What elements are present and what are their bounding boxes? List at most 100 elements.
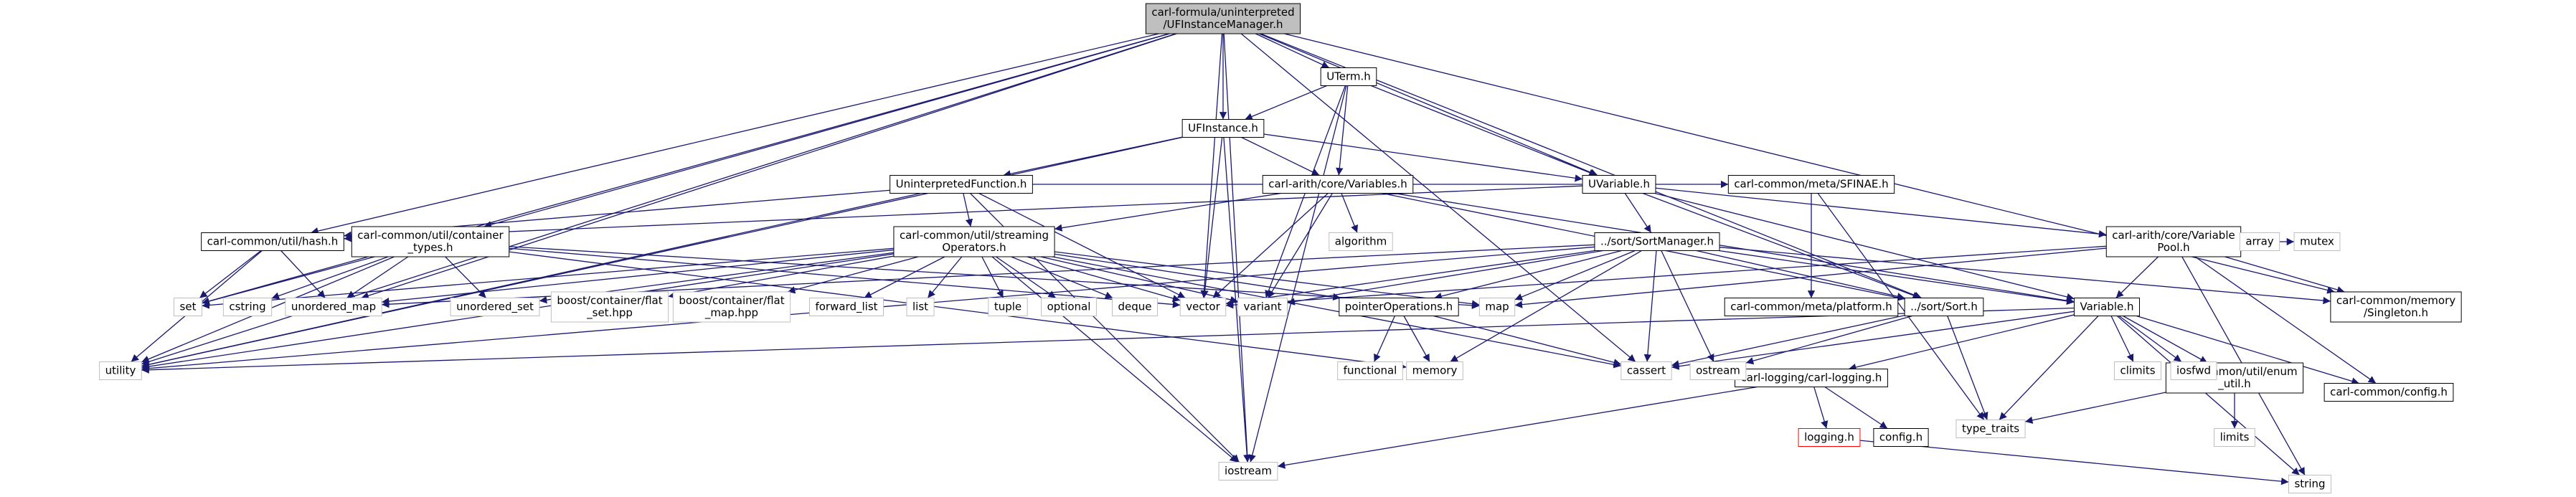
node-tuple: tuple (988, 298, 1028, 316)
node-label: forward_list (815, 300, 877, 314)
node-box (99, 361, 142, 380)
edge-root-to-containertypes (483, 33, 1170, 229)
node-label: carl-common/util/hash.h (207, 235, 339, 248)
node-variables[interactable]: carl-arith/core/Variables.h (1262, 175, 1414, 194)
node-label: UVariable.h (1588, 178, 1650, 191)
edge-streaming-to-forward_list (864, 256, 945, 299)
node-box (2239, 232, 2280, 251)
node-label: iosfwd (2176, 364, 2211, 377)
node-box (1337, 361, 1403, 380)
node-label: boost/container/flat (557, 294, 662, 307)
node-uterm[interactable]: UTerm.h (1320, 67, 1377, 86)
edge-pointerops-to-cassert (1433, 315, 1621, 366)
node-box (201, 232, 344, 251)
node-label: carl-common/memory (2336, 294, 2455, 307)
edge-pointerops-to-memory (1403, 316, 1430, 362)
node-algorithm: algorithm (1329, 232, 1393, 251)
edge-streaming-to-list (927, 256, 963, 298)
node-box (2113, 361, 2162, 380)
node-label: _util.h (2217, 377, 2251, 391)
node-box (1145, 3, 1301, 34)
node-hash[interactable]: carl-common/util/hash.h (201, 232, 344, 251)
node-map: map (1478, 298, 1516, 316)
node-label: carl-common/util/streaming (900, 229, 1049, 242)
node-root[interactable]: carl-formula/uninterpreted/UFInstanceMan… (1145, 3, 1301, 34)
node-label: _map.hpp (704, 306, 758, 320)
node-label: Operators.h (942, 241, 1006, 254)
node-label: iostream (1225, 465, 1272, 478)
node-box (1406, 361, 1463, 380)
edge-uvariable-to-variablepool (1655, 187, 2107, 238)
node-label: logging.h (1804, 431, 1854, 444)
node-box (1111, 298, 1159, 316)
node-box (1179, 298, 1227, 316)
node-label: deque (1118, 300, 1151, 313)
node-variable[interactable]: Variable.h (2073, 298, 2141, 316)
edge-containertypes-to-set (202, 256, 375, 306)
edge-carllogging-to-logging (1813, 387, 1829, 429)
node-label: optional (1047, 300, 1091, 313)
edge-variablepool-to-vector (1225, 245, 2107, 309)
node-sortmanager[interactable]: ../sort/SortManager.h (1594, 232, 1720, 251)
node-label: Pool.h (2157, 241, 2189, 254)
node-uninterp[interactable]: UninterpretedFunction.h (890, 175, 1033, 194)
node-label: /UFInstanceManager.h (1163, 18, 1283, 31)
node-pointerops[interactable]: pointerOperations.h (1339, 298, 1459, 316)
edge-sort-to-type_traits (1947, 316, 1988, 420)
edge-streaming-to-deque (1011, 256, 1113, 299)
node-label: _types.h (407, 241, 453, 255)
node-box (2073, 298, 2141, 316)
edge-uvariable-to-variable (1654, 192, 2075, 301)
node-box (351, 226, 510, 257)
node-sort[interactable]: ../sort/Sort.h (1904, 298, 1984, 316)
node-forward_list: forward_list (808, 298, 884, 316)
node-label: carl-arith/core/Variable (2112, 229, 2235, 242)
edge-sortmanager-to-pointerops (1434, 250, 1622, 300)
edge-sfinae-to-type_traits (1817, 193, 1985, 420)
edge-uvariable-to-sort (1642, 192, 1921, 299)
edge-streaming-to-cassert (1052, 256, 1621, 369)
node-carllogging[interactable]: carl-logging/carl-logging.h (1735, 369, 1888, 387)
node-list: list (906, 298, 935, 316)
node-label: algorithm (1335, 235, 1387, 248)
edge-hash-to-unordered_map (280, 250, 326, 298)
node-sfinae[interactable]: carl-common/meta/SFINAE.h (1727, 175, 1895, 194)
node-config[interactable]: config.h (1873, 428, 1929, 447)
edge-ufinstance-to-uvariable (1263, 133, 1583, 182)
node-box (222, 298, 273, 316)
node-box (1237, 298, 1288, 316)
node-label: type_traits (1962, 422, 2019, 436)
node-containertypes[interactable]: carl-common/util/container_types.h (351, 226, 510, 257)
edge-sortmanager-to-ostream (1661, 250, 1714, 362)
node-label: tuple (994, 300, 1022, 313)
node-box (1262, 175, 1414, 194)
node-singleton[interactable]: carl-common/memory/Singleton.h (2330, 291, 2462, 323)
node-ufinstance[interactable]: UFInstance.h (1181, 119, 1265, 138)
node-unordered_map: unordered_map (285, 298, 382, 316)
node-label: Variable.h (2080, 300, 2133, 313)
edge-variable-to-carllogging (1848, 314, 2075, 371)
node-box (1582, 175, 1656, 194)
node-box (1873, 428, 1929, 447)
edge-uvariable-to-sortmanager (1624, 193, 1652, 233)
node-iostream: iostream (1218, 462, 1278, 481)
node-iosfwd: iosfwd (2170, 361, 2217, 380)
edge-containertypes-to-unordered_set (445, 256, 487, 298)
node-logging[interactable]: logging.h (1798, 428, 1861, 447)
node-label: ../sort/SortManager.h (1600, 235, 1714, 248)
node-deque: deque (1111, 298, 1159, 316)
node-label: variant (1244, 300, 1282, 313)
node-box (1478, 298, 1516, 316)
node-config_common[interactable]: carl-common/config.h (2323, 383, 2454, 402)
edge-variables-to-algorithm (1341, 193, 1358, 233)
edge-sortmanager-to-vector (1225, 250, 1595, 307)
edge-root-to-vector (1200, 33, 1223, 298)
node-vector: vector (1179, 298, 1227, 316)
node-climits: climits (2113, 361, 2162, 380)
edge-hash-to-set (199, 250, 262, 299)
node-uvariable[interactable]: UVariable.h (1582, 175, 1656, 194)
node-platform[interactable]: carl-common/meta/platform.h (1724, 298, 1899, 316)
